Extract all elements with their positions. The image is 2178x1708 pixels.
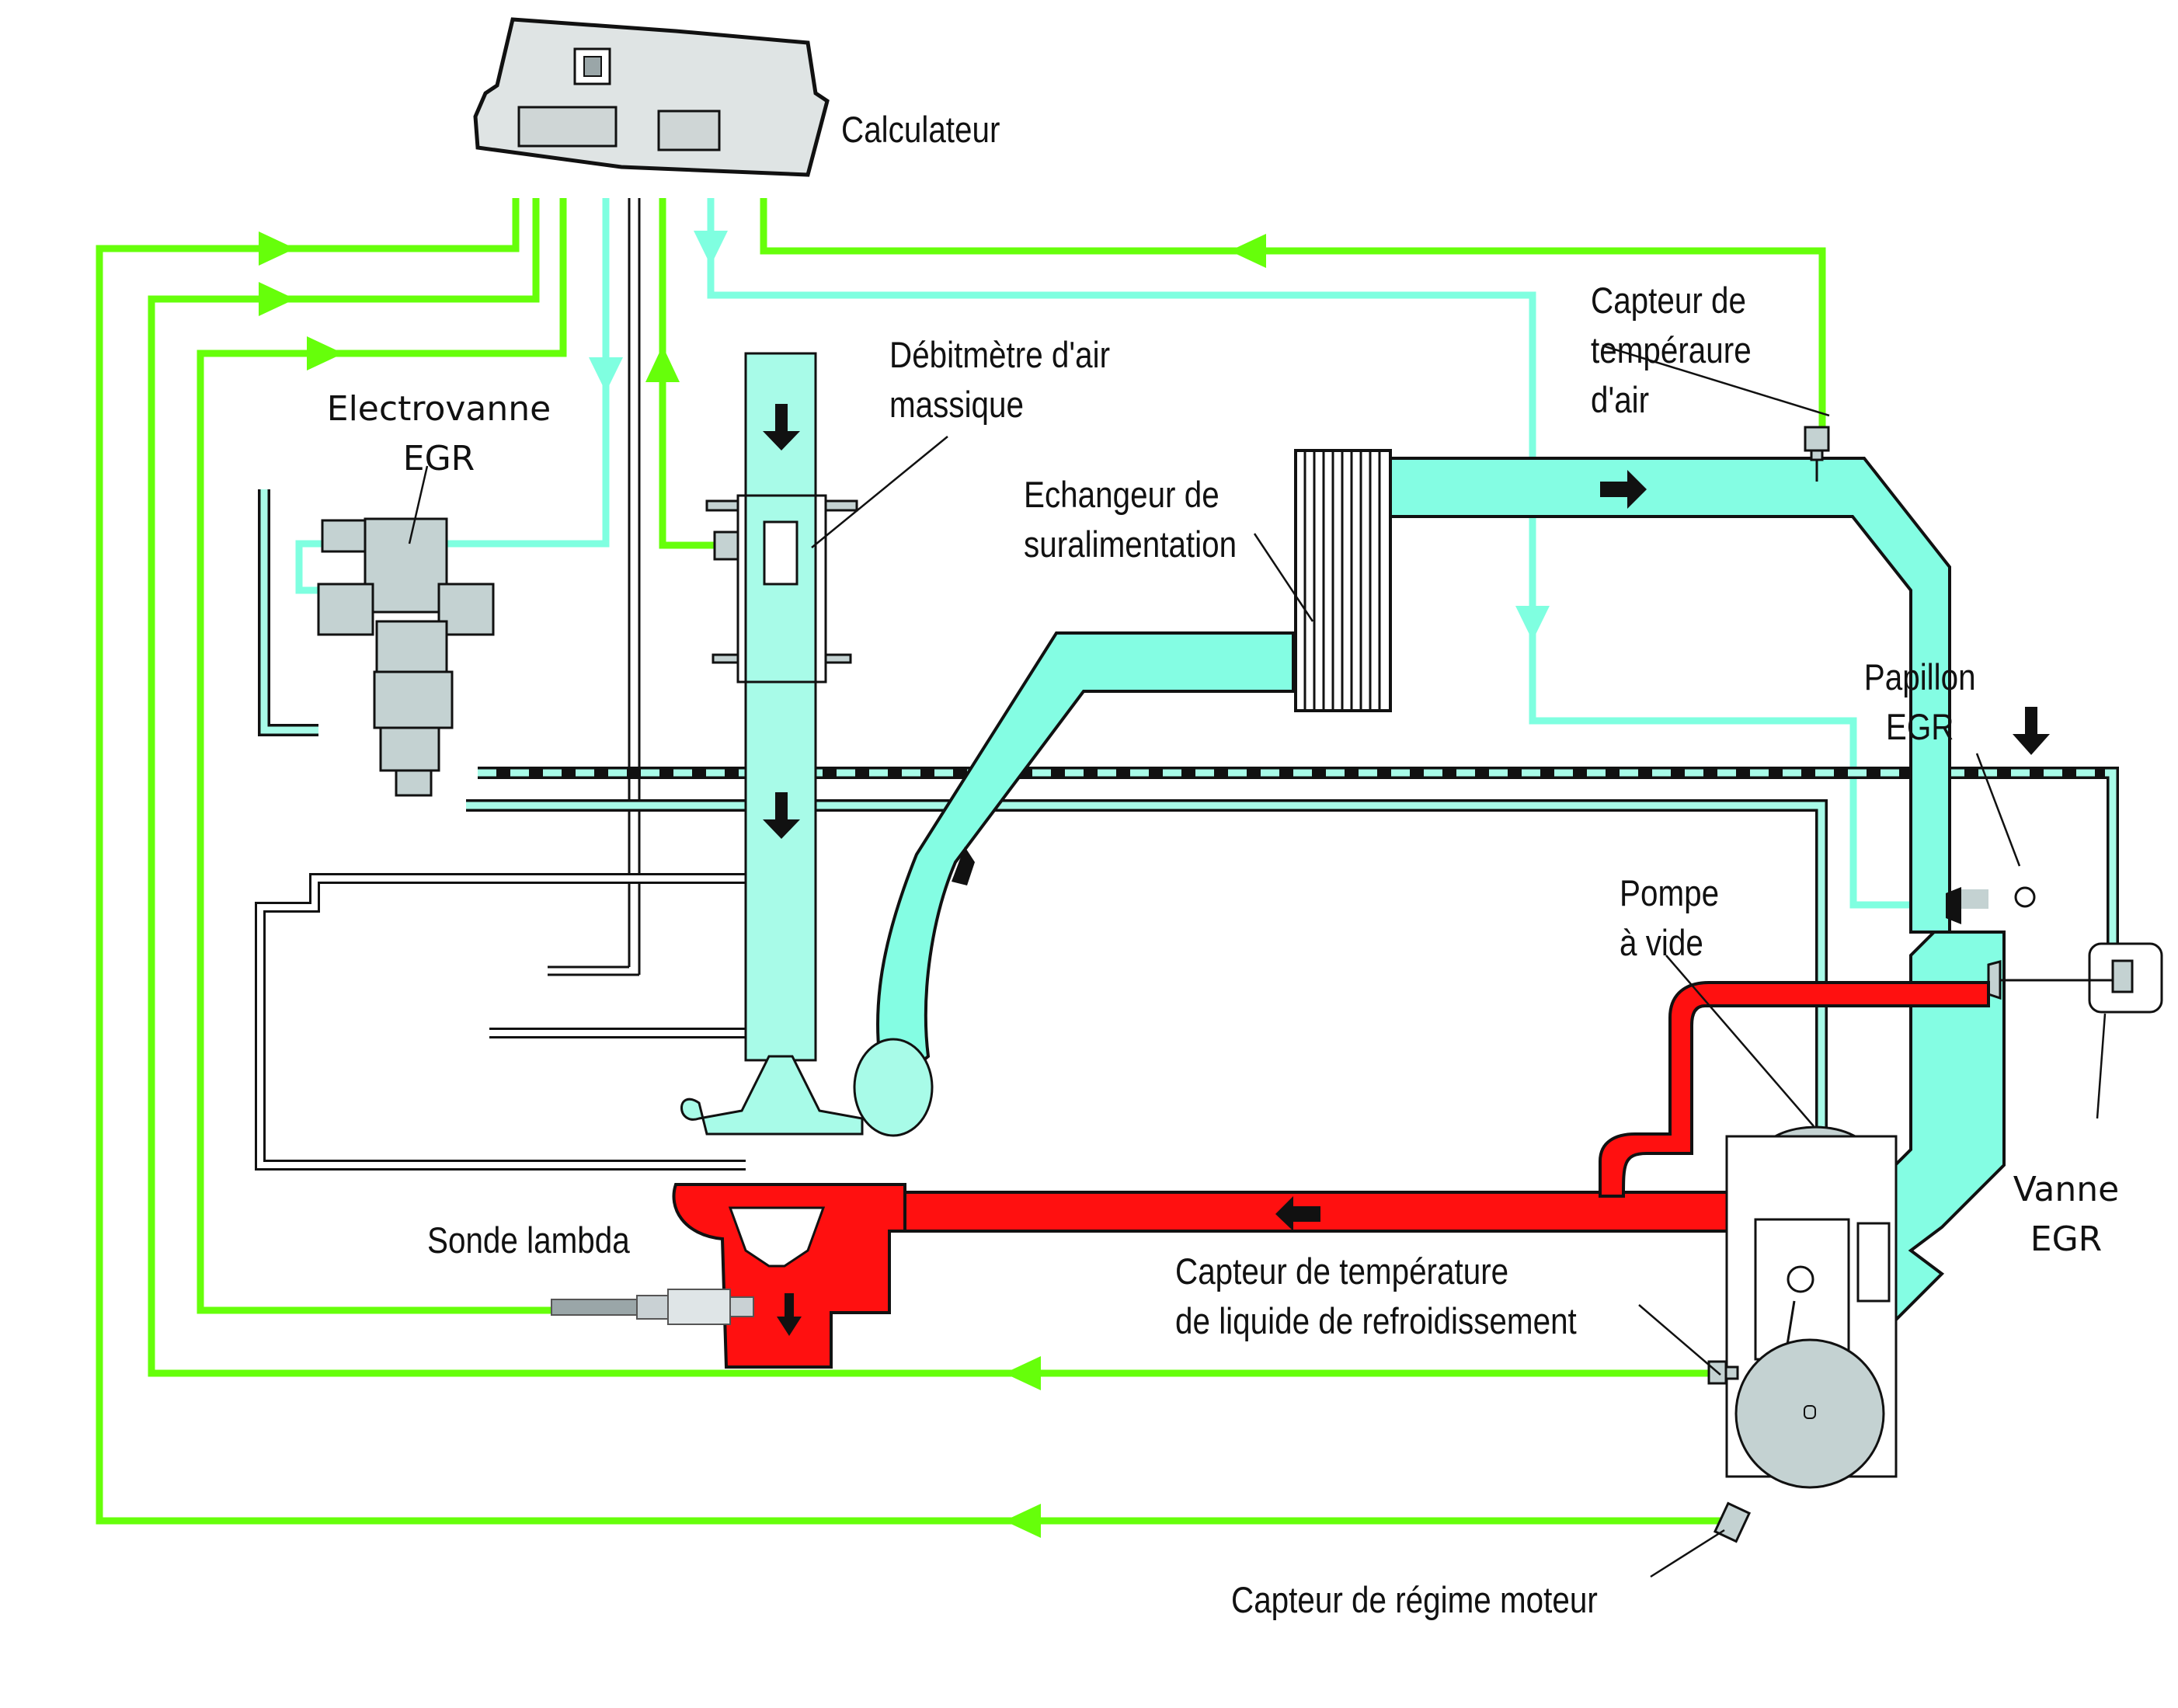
label-line: Capteur de: [1591, 280, 1746, 321]
label-vanne-egr: Vanne EGR: [2004, 1165, 2128, 1264]
crank-sensor-icon: [1713, 1338, 1885, 1543]
label-echangeur: Echangeur de suralimentation: [1024, 470, 1237, 569]
solenoid-valve-icon: [317, 517, 495, 797]
exhaust-path: [672, 981, 1990, 1369]
arrow-left-icon: [1004, 1504, 1041, 1538]
arrow-left-icon: [1004, 1356, 1041, 1390]
turbine-housing: [672, 1183, 906, 1369]
arrow-right-icon: [259, 231, 295, 266]
flow-arrows: [763, 404, 2050, 885]
label-calculateur: Calculateur: [841, 109, 1000, 150]
arrow-left-icon: [1275, 1196, 1320, 1231]
arrow-up-icon: [952, 847, 975, 885]
leader-lines: [408, 344, 2107, 1578]
label-debitmetre: Débitmètre d'air massique: [889, 330, 1110, 430]
label-capteur-temp-air: Capteur de tempéraure d'air: [1591, 276, 1752, 425]
arrow-right-icon: [307, 336, 343, 370]
label-line: EGR: [402, 439, 475, 478]
control-lines: [295, 198, 1950, 909]
intake-path: [680, 352, 2006, 1324]
intake-to-egr: [1389, 457, 1951, 934]
arrow-right-icon: [259, 282, 295, 316]
label-sonde-lambda: Sonde lambda: [427, 1219, 630, 1261]
intake-to-intercooler: [875, 631, 1295, 1094]
arrow-left-icon: [1230, 234, 1266, 268]
label-capteur-regime: Capteur de régime moteur: [1231, 1579, 1598, 1620]
label-line: Electrovanne: [326, 389, 551, 429]
exhaust-to-egr: [1599, 981, 1990, 1198]
wire-air-temp: [760, 198, 1826, 427]
arrow-down-icon: [763, 792, 800, 839]
coolant-sensor-icon: [1707, 1360, 1739, 1385]
temp-sensor-icon: [1804, 426, 1830, 482]
label-line: EGR: [1885, 706, 1954, 747]
label-line: tempéraure: [1591, 329, 1752, 370]
label-electrovanne-egr: Electrovanne EGR: [326, 384, 551, 484]
wire-coolant-temp: [148, 198, 1732, 1377]
label-capteur-temp-liquide: Capteur de température de liquide de ref…: [1175, 1247, 1577, 1346]
label-line: Pompe: [1620, 872, 1720, 913]
label-line: à vide: [1620, 922, 1703, 963]
arrow-down-icon: [777, 1293, 802, 1336]
signal-wires: [96, 198, 1826, 1525]
control-arrows: [589, 231, 1550, 641]
arrow-right-icon: [1600, 470, 1647, 509]
wire-engine-speed: [96, 198, 1732, 1525]
compressor-housing: [853, 1038, 934, 1137]
label-line: Echangeur de: [1024, 474, 1219, 515]
intercooler: [1294, 449, 1392, 712]
lambda-probe-icon: [551, 1289, 754, 1325]
label-line: Vanne: [2013, 1170, 2120, 1209]
label-line: Débitmètre d'air: [889, 334, 1111, 375]
wire-lambda: [197, 198, 567, 1314]
sensor-cable: [548, 198, 641, 976]
vacuum-lines: [258, 489, 2119, 1188]
ecu-box-icon: [473, 17, 830, 177]
arrow-down-icon: [1515, 606, 1550, 641]
arrow-down-icon: [694, 231, 728, 266]
signal-arrows: [259, 231, 1266, 1538]
arrow-up-icon: [645, 346, 680, 382]
label-line: massique: [889, 384, 1024, 425]
wire-maf: [659, 198, 722, 549]
label-papillon-egr: Papillon EGR: [1856, 652, 1983, 752]
arrow-down-icon: [763, 404, 800, 450]
actuator-lines: [255, 873, 746, 1171]
label-line: suralimentation: [1024, 524, 1237, 565]
throttle-flap-icon: [1946, 874, 2048, 924]
label-line: Capteur de température: [1175, 1251, 1509, 1292]
intake-duct-vertical: [744, 352, 817, 1062]
maf-sensor-icon: [705, 494, 858, 684]
compressor-wheel: [680, 1055, 864, 1136]
turbine-wheel: [728, 1206, 826, 1268]
arrow-down-icon: [2013, 707, 2050, 755]
label-line: d'air: [1591, 379, 1650, 420]
label-line: de liquide de refroidissement: [1175, 1300, 1577, 1341]
label-line: Papillon: [1863, 656, 1976, 697]
label-line: EGR: [2030, 1219, 2103, 1259]
label-pompe-a-vide: Pompe à vide: [1620, 868, 1719, 968]
egr-valve-icon: [1987, 942, 2163, 1014]
arrow-down-icon: [589, 357, 623, 392]
